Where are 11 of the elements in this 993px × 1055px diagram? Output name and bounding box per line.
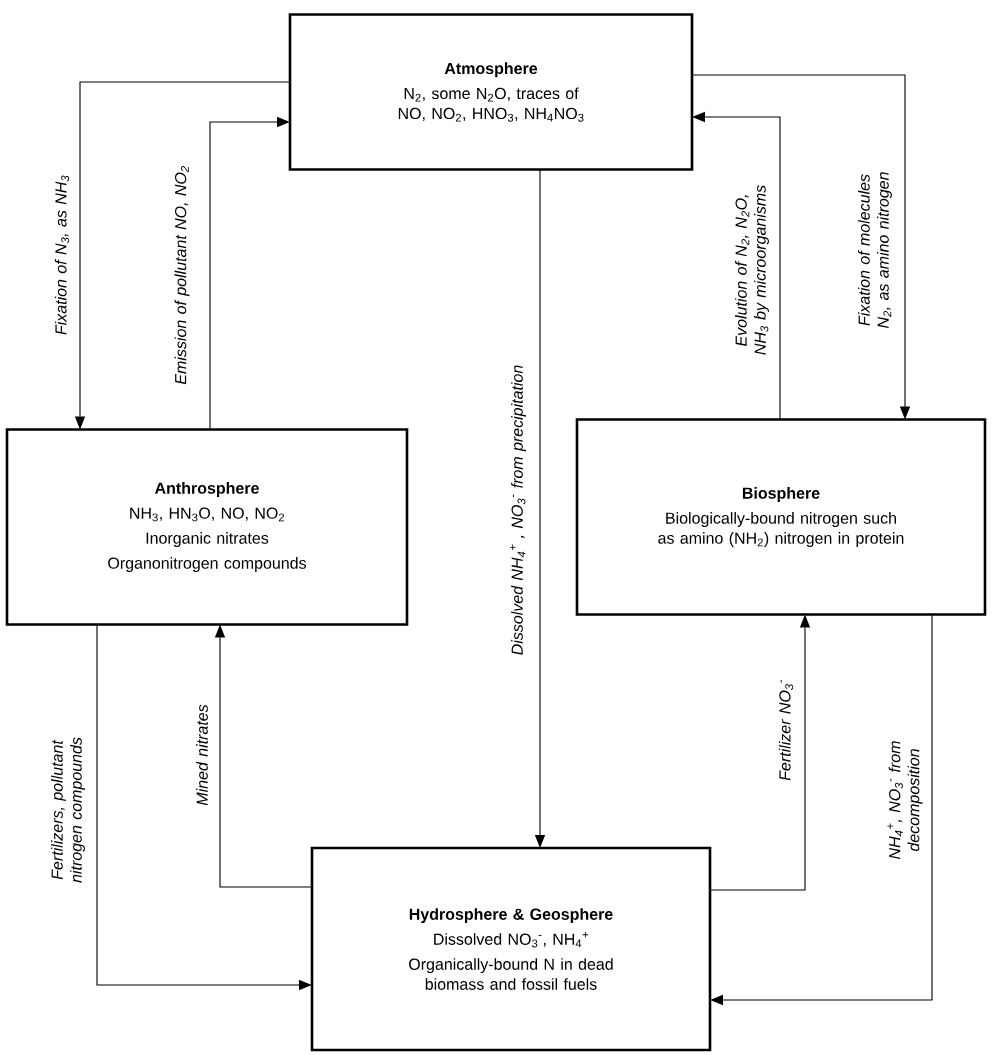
process-box: Atmosphere N$_{2}$, some N$_{2}$O, traces of NO, NO$_{2}$, HNO$_{3}$, NH$_{4}$NO$_{3}$ [288,13,694,171]
process-box: Hydrosphere & Geosphere Dissolved NO$_{3}$$^{-}$, NH$_{4}$+ Organically-bound N in dead biomass and fossil fuels [310,846,712,1052]
edge-label: Fertilizer NO$_{3}$- [778,679,794,781]
edge-label: Emission of pollutant NO, NO$_{2}$ [174,166,190,385]
edge-label: Mined nitrates [196,704,208,806]
process-box: Biosphere Biologically-bound nitrogen such as amino (NH$_{2}$) nitrogen in protein [575,418,987,616]
arrow [209,116,290,431]
edge-label: Dissolved NH$_{4}$$^{+}$ , NO$_{3}$$^{-}$ from precipitation [509,365,527,655]
process-box: Anthrosphere NH$_{3}$, HN$_{3}$O, NO, NO$_{2}$ Inorganic nitrates Organonitrogen compounds [5,428,409,626]
edge-label: Fertilizers, pollutant nitrogen compounds [51,737,85,883]
edge-label: Fixation of N$_{3}$, as NH$_{3}$ [54,175,70,335]
